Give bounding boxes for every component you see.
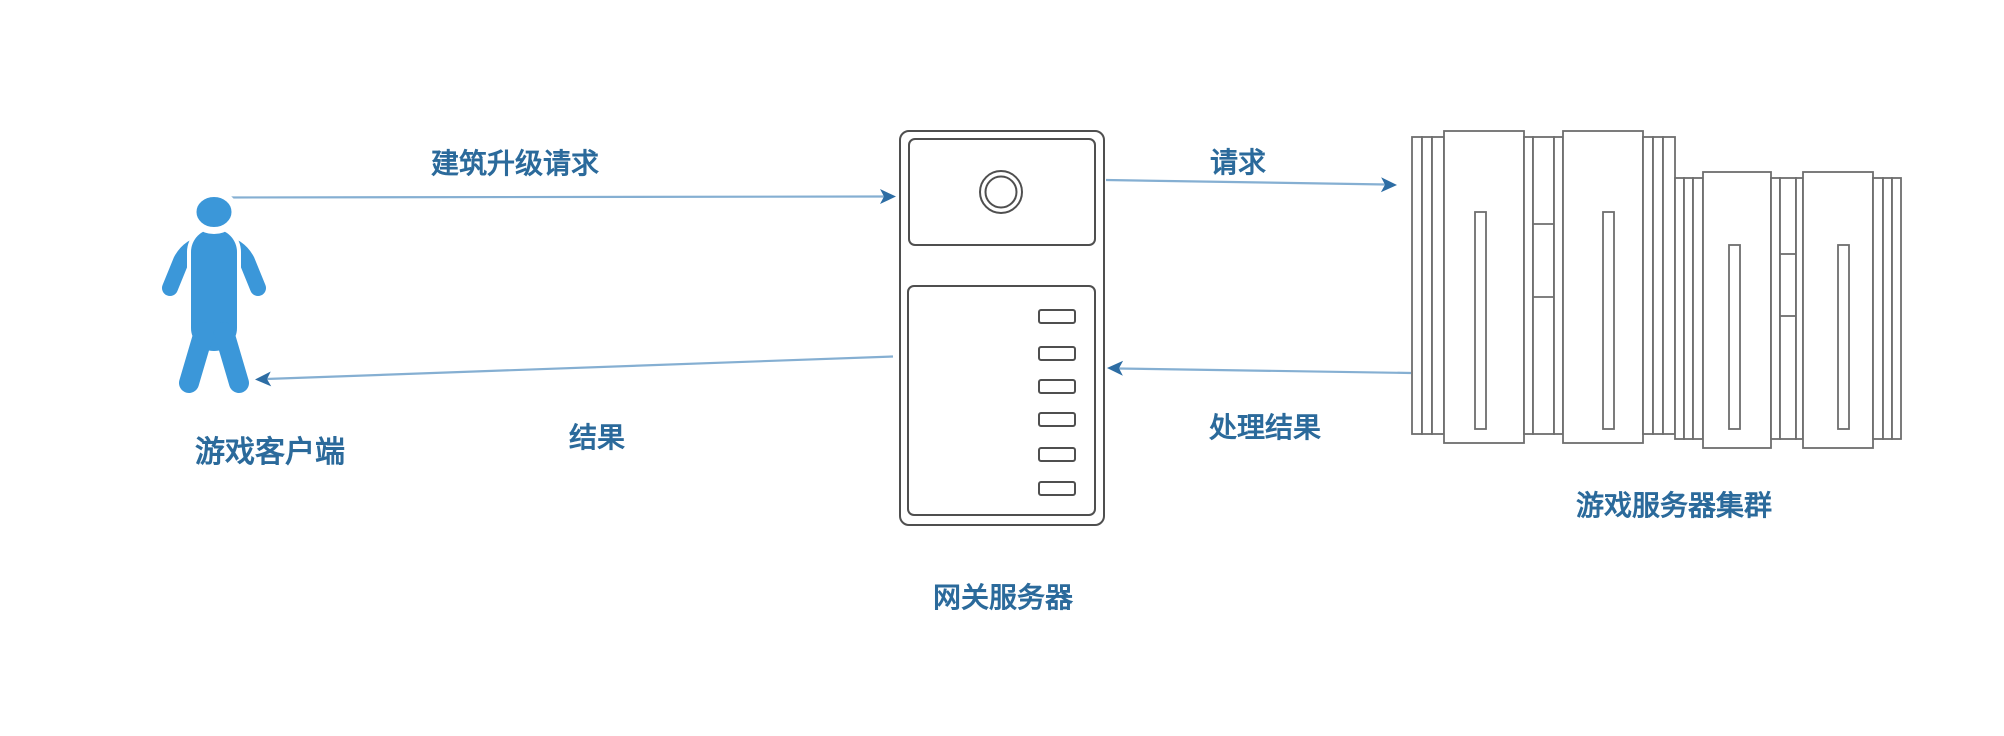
arrow-client-to-gateway xyxy=(221,189,896,204)
gateway-slot xyxy=(1038,309,1076,324)
flow-label-processing-result: 处理结果 xyxy=(1208,412,1322,443)
person-right-leg xyxy=(214,322,249,393)
arrow-line xyxy=(1117,367,1412,375)
arrowhead-right-icon xyxy=(880,189,896,204)
arrow-gateway-to-client xyxy=(255,355,894,387)
arrowhead-left-icon xyxy=(255,371,272,387)
flow-arrows xyxy=(221,177,1412,387)
arrow-line xyxy=(265,355,894,381)
rack-right xyxy=(1674,171,1902,449)
person-icon xyxy=(162,190,266,393)
gateway-slot xyxy=(1038,346,1076,361)
flow-label-result: 结果 xyxy=(568,422,626,453)
arrowhead-right-icon xyxy=(1380,177,1397,193)
gateway-server-icon xyxy=(899,130,1105,526)
node-label-game-client: 游戏客户端 xyxy=(195,436,345,469)
arrow-cluster-to-gateway xyxy=(1107,360,1412,376)
flow-label-request: 请求 xyxy=(1209,147,1267,178)
person-left-leg xyxy=(179,322,214,393)
gateway-slot xyxy=(1038,481,1076,496)
gateway-slot xyxy=(1038,447,1076,462)
arrow-line xyxy=(1105,178,1387,186)
arrow-gateway-to-cluster xyxy=(1105,177,1397,193)
node-label-game-server-cluster: 游戏服务器集群 xyxy=(1575,490,1773,521)
gateway-slot xyxy=(1038,412,1076,427)
server-cluster-icon xyxy=(1411,130,1902,449)
node-label-gateway-server: 网关服务器 xyxy=(932,582,1074,613)
person-head xyxy=(189,190,239,234)
rack-left xyxy=(1411,130,1676,444)
arrowhead-left-icon xyxy=(1107,360,1124,376)
flow-label-building-upgrade-request: 建筑升级请求 xyxy=(430,148,600,179)
arrow-line xyxy=(221,195,885,199)
gateway-slot xyxy=(1038,379,1076,394)
gateway-power-ring-inner xyxy=(984,175,1018,209)
